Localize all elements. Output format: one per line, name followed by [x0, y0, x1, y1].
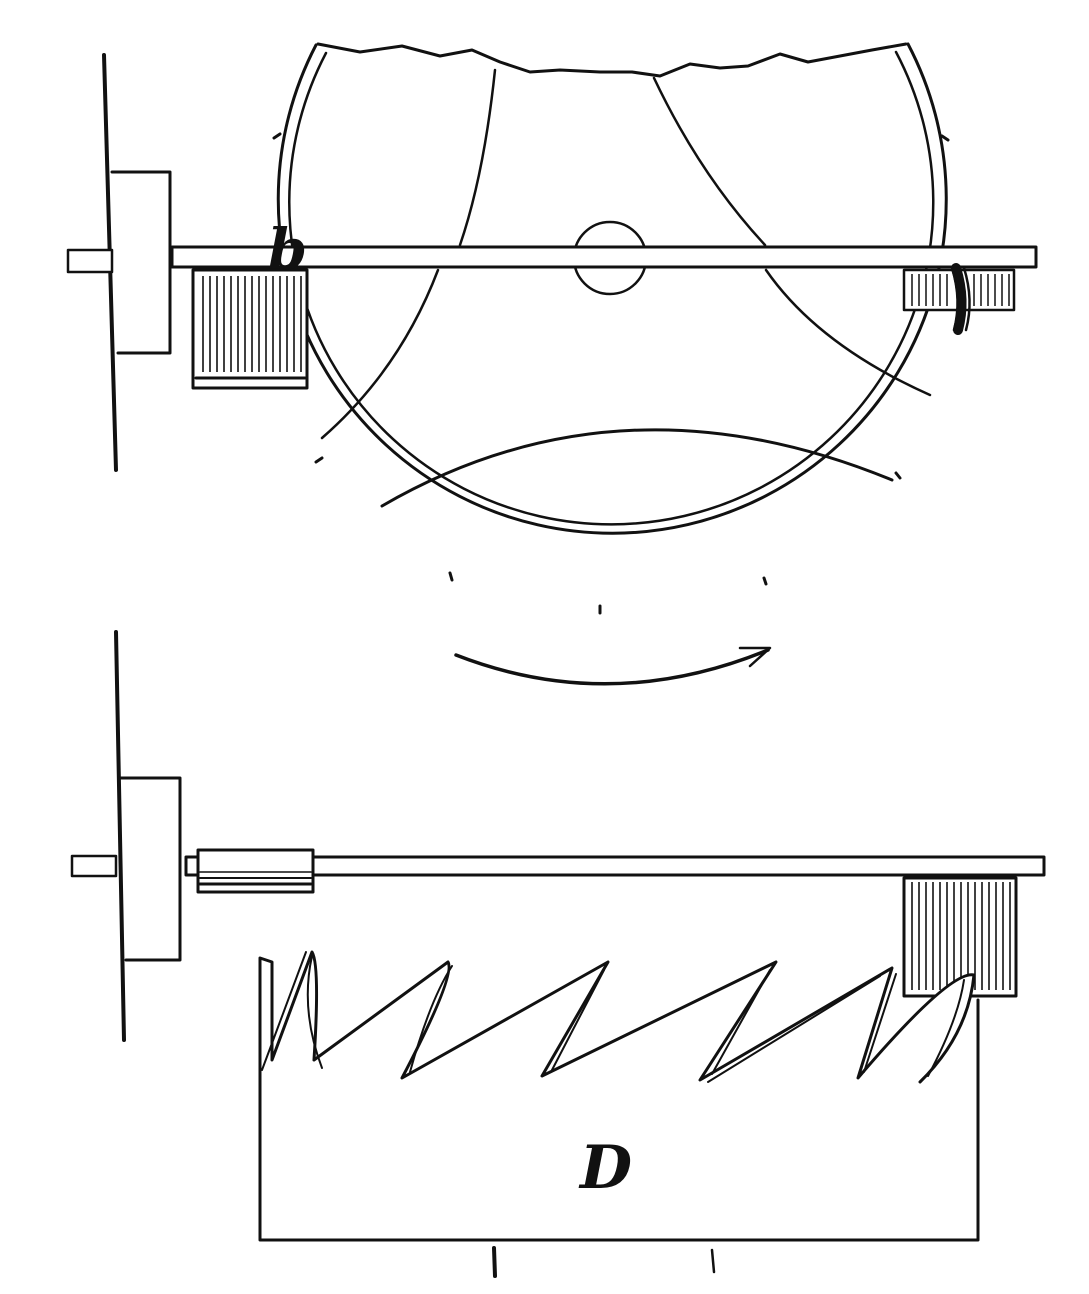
rotation-arrow: [454, 646, 772, 686]
upper-figure: [66, 42, 1038, 686]
rim-ticks: [272, 132, 950, 615]
upper-left-comb: [191, 268, 309, 390]
upper-shaft-stub: [66, 248, 114, 274]
lower-figure: [70, 630, 1046, 1278]
label-d: D: [580, 1133, 633, 1203]
upper-shaft: [170, 245, 1038, 269]
shaft-collar: [196, 848, 315, 894]
lower-shaft: [184, 855, 1046, 877]
lower-bearing-block: [118, 776, 182, 962]
lower-wall: [114, 630, 126, 1042]
drum-d: [258, 950, 980, 1278]
lower-shaft-stub: [70, 854, 118, 878]
upper-right-comb: [902, 263, 1016, 335]
wheel-spokes: [320, 68, 932, 508]
upper-bearing-block: [110, 170, 172, 355]
torn-edge: [316, 42, 908, 78]
label-b: b: [268, 217, 308, 283]
lower-right-comb: [902, 876, 1018, 998]
